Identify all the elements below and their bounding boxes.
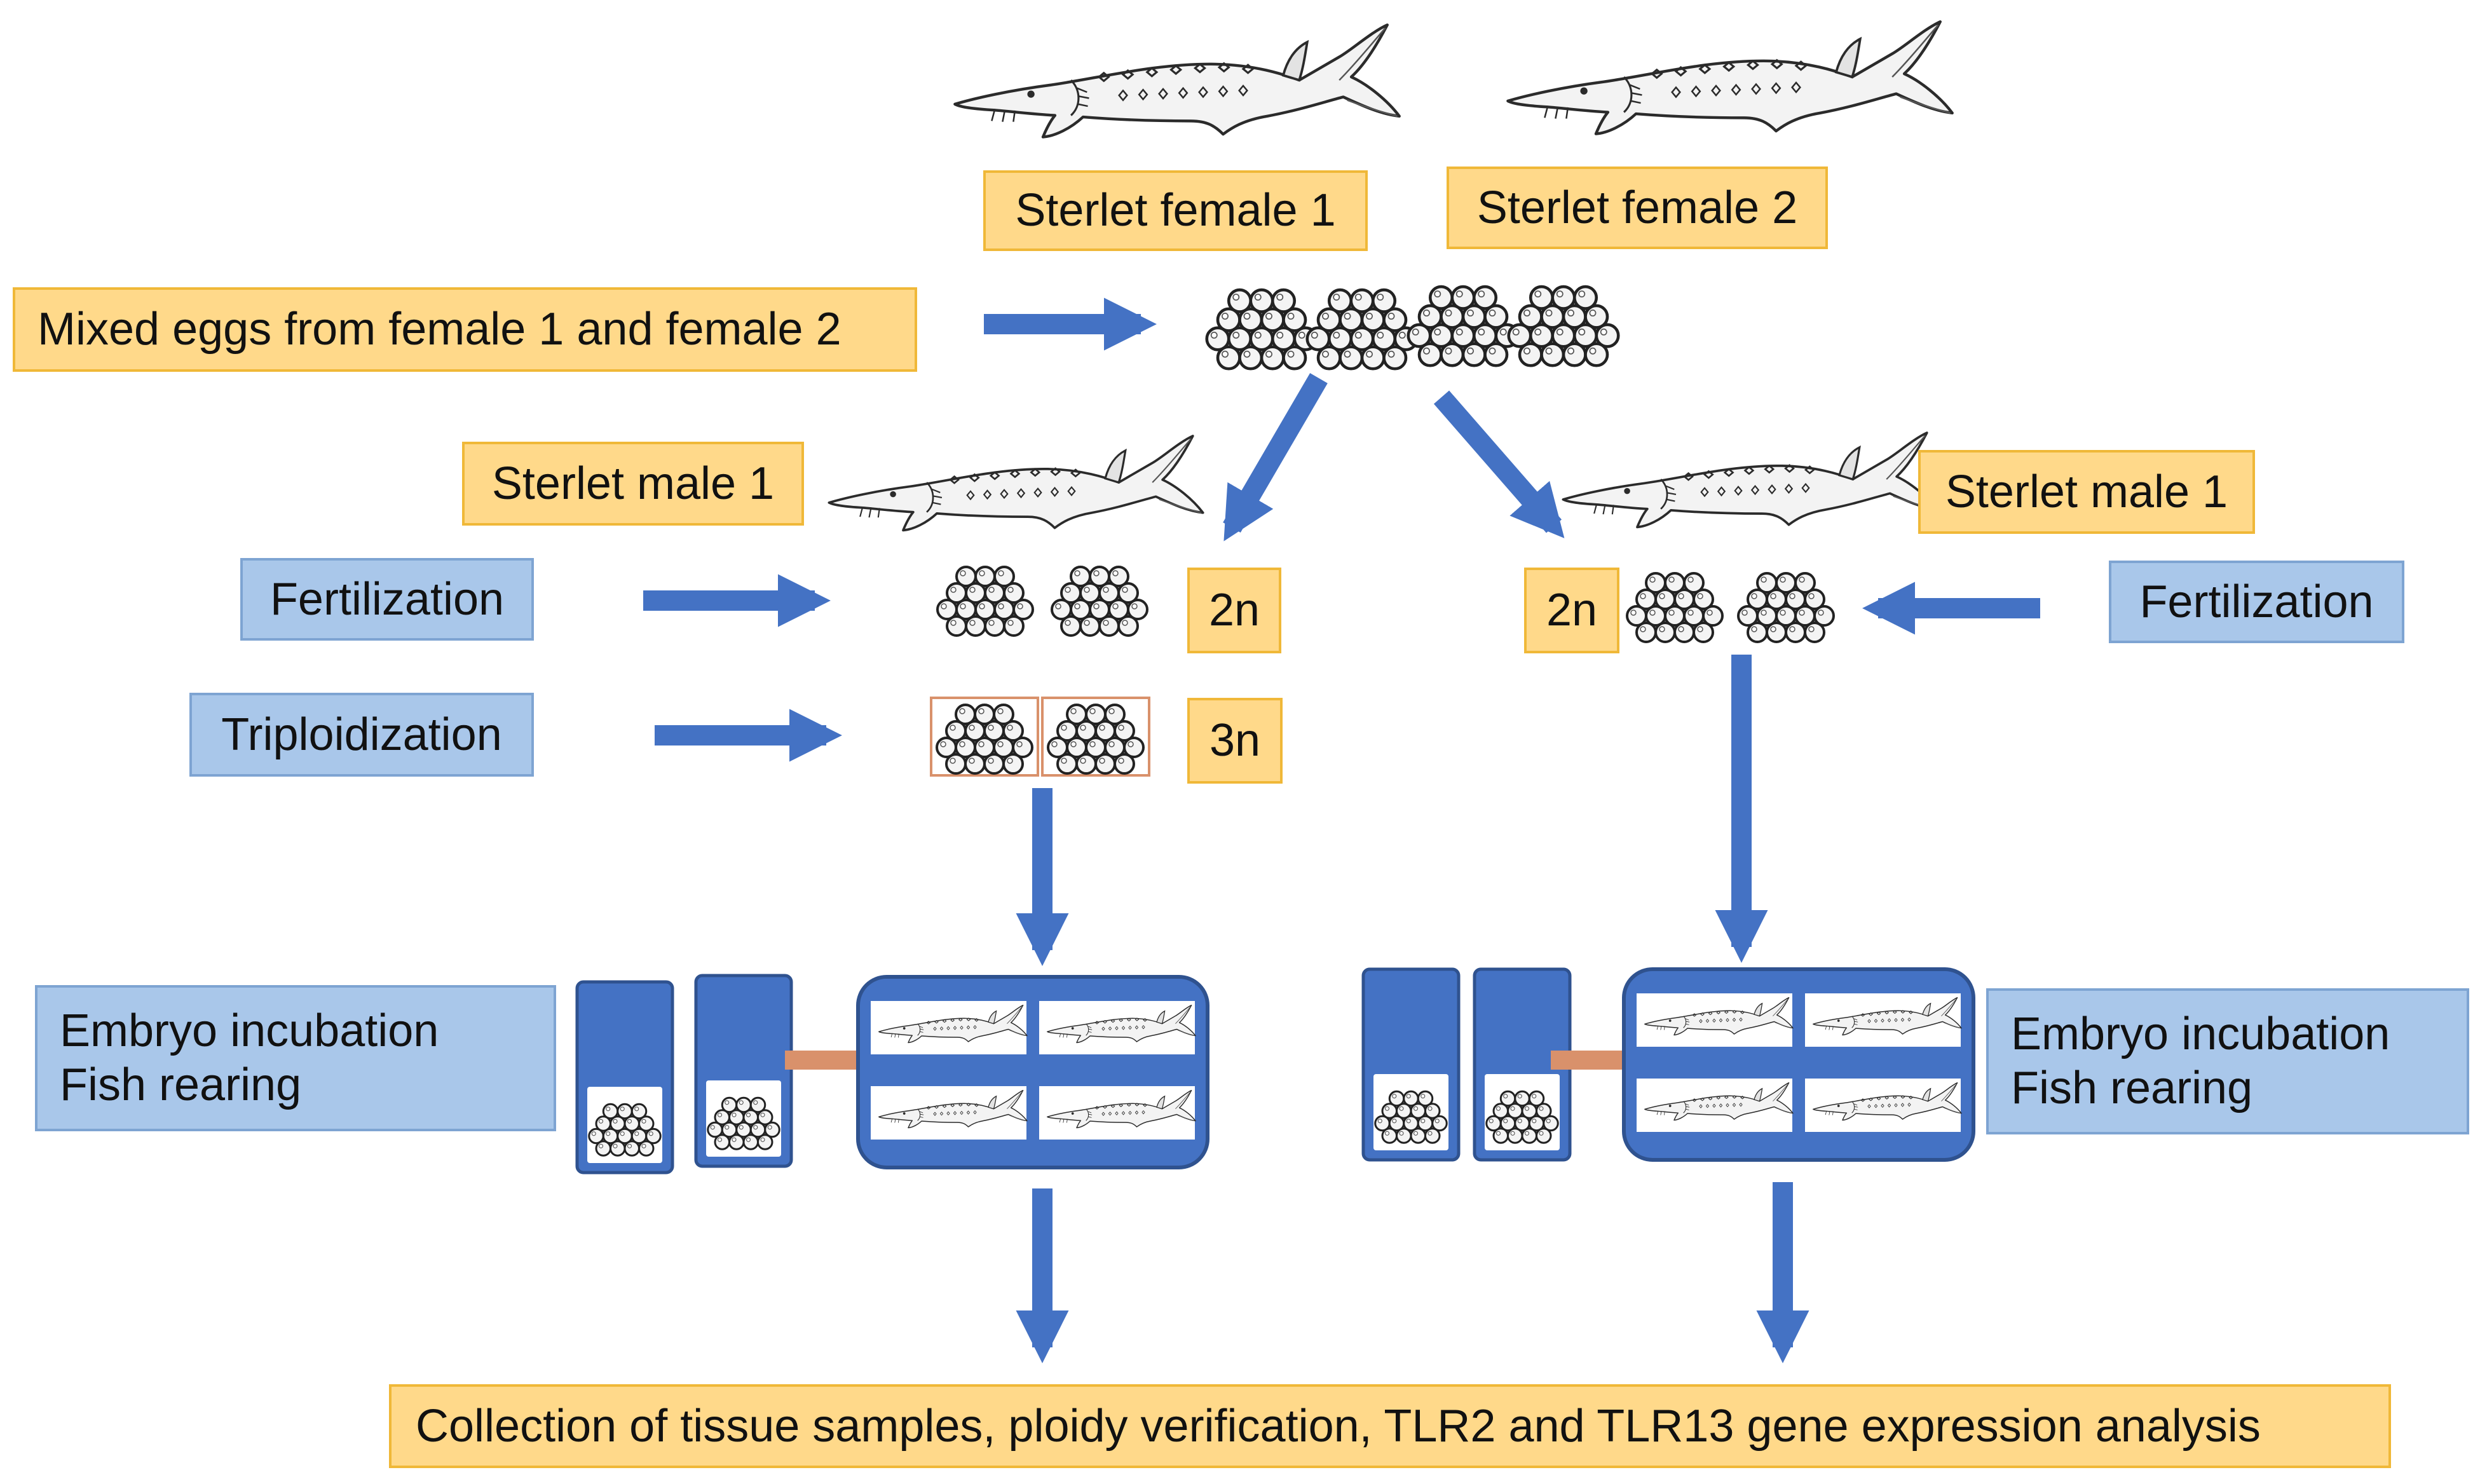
triploidization-label: Triploidization: [189, 693, 534, 777]
egg-cluster-icon: [1509, 287, 1619, 365]
egg-cluster-icon: [1627, 573, 1722, 642]
rearing-tank-icon: [858, 977, 1208, 1167]
right-fertilization-label: Fertilization: [2109, 561, 2404, 643]
left-male-label: Sterlet male 1: [462, 442, 804, 526]
final-analysis-label: Collection of tissue samples, ploidy ver…: [389, 1384, 2391, 1468]
left-ploidy-3n-badge: 3n: [1187, 698, 1283, 784]
incubator-tube-icon: [1363, 969, 1459, 1160]
sturgeon-icon: [955, 25, 1399, 137]
sturgeon-icon: [828, 435, 1204, 532]
left-fertilization-label: Fertilization: [240, 558, 534, 641]
sterlet-female-1-label: Sterlet female 1: [983, 170, 1368, 251]
right-rearing-line-1: Embryo incubation: [2011, 1009, 2390, 1060]
right-rearing-line-2: Fish rearing: [2011, 1063, 2253, 1113]
left-rearing-label: Embryo incubation Fish rearing: [35, 985, 556, 1131]
incubator-tube-icon: [577, 982, 672, 1173]
egg-cluster-icon: [1307, 290, 1417, 369]
egg-cluster-icon: [1738, 573, 1834, 642]
sturgeon-icon: [1562, 432, 1938, 529]
right-male-label: Sterlet male 1: [1918, 450, 2255, 534]
arrow: [1433, 390, 1565, 538]
egg-cluster-icon: [1408, 287, 1518, 365]
right-rearing-label: Embryo incubation Fish rearing: [1986, 988, 2469, 1134]
rearing-tank-icon: [1624, 969, 1973, 1160]
egg-cluster-icon: [1207, 290, 1317, 369]
sterlet-female-2-label: Sterlet female 2: [1447, 167, 1828, 249]
right-ploidy-2n-badge: 2n: [1524, 568, 1619, 653]
incubator-tube-icon: [696, 976, 791, 1166]
arrow: [1223, 372, 1328, 541]
egg-cluster-icon: [937, 567, 1033, 636]
left-rearing-line-2: Fish rearing: [60, 1059, 302, 1110]
left-ploidy-2n-badge: 2n: [1187, 568, 1281, 653]
egg-cluster-icon: [1052, 567, 1147, 636]
mixed-eggs-label: Mixed eggs from female 1 and female 2: [13, 287, 917, 372]
sturgeon-icon: [1508, 22, 1952, 133]
left-rearing-line-1: Embryo incubation: [60, 1005, 439, 1057]
